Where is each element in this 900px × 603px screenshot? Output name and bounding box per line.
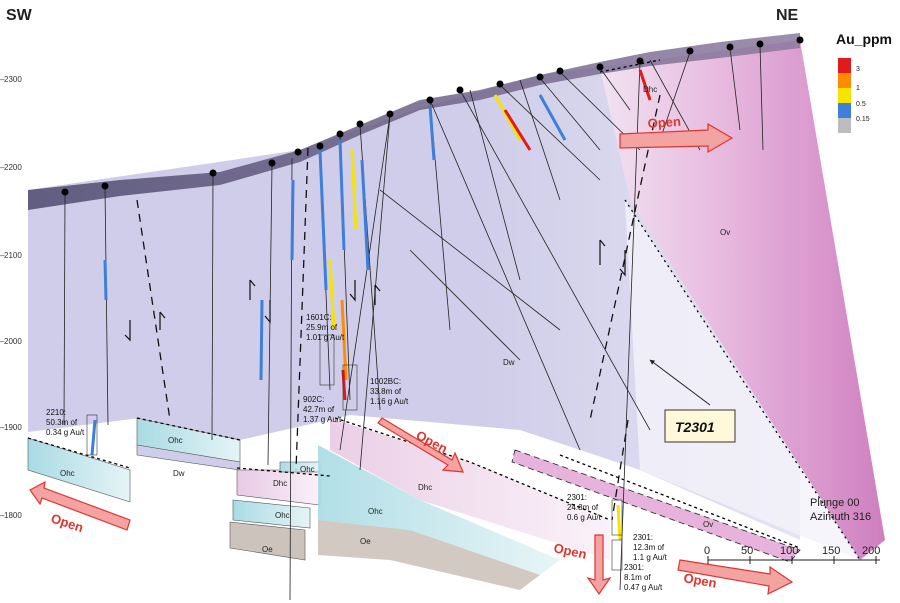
- t2301-callout-box: [664, 409, 736, 443]
- drill-collars: [61, 36, 804, 196]
- intercept-annotation: 2301: 8.1m of 0.47 g Au/t: [624, 563, 663, 592]
- elevation-label: 1900: [4, 423, 22, 432]
- scale-tick-label: 100: [780, 545, 798, 557]
- t2301-callout-label: T2301: [675, 419, 715, 435]
- unit-label-oe: Oe: [360, 537, 371, 546]
- fault-sense-arrows: [124, 239, 626, 342]
- legend-swatch-red: [838, 58, 851, 73]
- elevation-tick-marks: – – – – – –: [0, 75, 5, 520]
- elevation-label: 2100: [4, 251, 22, 260]
- legend-label: 0.5: [856, 101, 866, 108]
- t2301-zone: [625, 200, 860, 560]
- elevation-label: 2200: [4, 163, 22, 172]
- open-label: Open: [682, 570, 717, 591]
- unit-label-dw: Dw: [503, 358, 515, 367]
- intercept-annotation: 1601C: 25.9m of 1.01 g Au/t: [306, 313, 345, 342]
- intercept-boxes: [86, 334, 623, 571]
- unit-label-ohc: Ohc: [168, 436, 183, 445]
- legend-swatch-yellow: [838, 88, 851, 103]
- scale-tick-label: 50: [741, 545, 753, 557]
- plunge-label: Plunge 00: [810, 497, 860, 509]
- open-arrows: [29, 122, 794, 596]
- intercept-annotation: 902C: 42.7m of 1.37 g Au/t: [303, 395, 342, 424]
- unit-label-ohc: Ohc: [368, 507, 383, 516]
- assay-intervals: [90, 69, 652, 541]
- unit-label-dhc: Dhc: [643, 85, 657, 94]
- legend-label: 3: [856, 66, 860, 73]
- unit-label-dw: Dw: [173, 469, 185, 478]
- ov-bottom-band: [511, 449, 801, 563]
- svg-text:–: –: [0, 75, 5, 84]
- intercept-annotation: 2301: 12.3m of 1.1 g Au/t: [633, 533, 668, 562]
- legend-swatch-orange: [838, 73, 851, 88]
- svg-text:–: –: [0, 163, 5, 172]
- elevation-label: 2300: [4, 75, 22, 84]
- unit-label-ohc: Ohc: [300, 465, 315, 474]
- t2301-leader: [649, 359, 711, 406]
- dhc-center-block: [330, 418, 610, 560]
- scale-tick-label: 200: [862, 545, 880, 557]
- thrust-faults: [27, 59, 861, 561]
- direction-ne: NE: [776, 7, 799, 24]
- unit-label-ohc: Ohc: [275, 511, 290, 520]
- open-label: Open: [552, 540, 588, 562]
- au-legend: Au_ppm 3 1 0.5 0.15: [836, 31, 892, 133]
- ov-unit: [600, 40, 885, 560]
- intercept-annotations: 2210: 50.3m of 0.34 g Au/t 1601C: 25.9m …: [46, 313, 668, 592]
- legend-swatch-blue: [838, 103, 851, 118]
- svg-text:–: –: [0, 337, 5, 346]
- svg-text:–: –: [0, 511, 5, 520]
- oe-left-block: [229, 521, 306, 561]
- intercept-annotation: 2210: 50.3m of 0.34 g Au/t: [46, 408, 85, 437]
- svg-text:–: –: [0, 251, 5, 260]
- open-label: Open: [49, 511, 85, 536]
- intercept-annotation: 1002BC: 33.8m of 1.16 g Au/t: [370, 377, 409, 406]
- open-label: Open: [647, 114, 681, 131]
- legend-title: Au_ppm: [836, 31, 892, 47]
- scale-tick-label: 150: [822, 545, 840, 557]
- azimuth-label: Azimuth 316: [810, 511, 871, 523]
- unit-label-oe: Oe: [262, 545, 273, 554]
- unit-label-dhc: Dhc: [418, 483, 432, 492]
- elevation-labels: 2300 2200 2100 2000 1900 1800: [4, 75, 22, 520]
- ohc-left-block: [27, 437, 131, 503]
- legend-label: 0.15: [856, 116, 870, 123]
- elevation-label: 1800: [4, 511, 22, 520]
- unit-label-ov: Ov: [720, 228, 730, 237]
- scale-bar: 0 50 100 150 200: [704, 545, 880, 564]
- ohc-center-block: [318, 445, 560, 575]
- intercept-annotation: 2301: 24.8m of 0.6 g Au/t: [567, 493, 602, 522]
- normal-faults: [136, 94, 661, 521]
- oe-center-block: [318, 520, 540, 590]
- unit-label-ov: Ov: [703, 520, 713, 529]
- unit-label-dhc: Dhc: [273, 479, 287, 488]
- direction-sw: SW: [6, 7, 33, 24]
- svg-text:–: –: [0, 423, 5, 432]
- unit-label-ohc: Ohc: [60, 469, 75, 478]
- elevation-label: 2000: [4, 337, 22, 346]
- legend-label: 1: [856, 85, 860, 92]
- scale-tick-label: 0: [704, 545, 710, 557]
- legend-swatch-grey: [838, 118, 851, 133]
